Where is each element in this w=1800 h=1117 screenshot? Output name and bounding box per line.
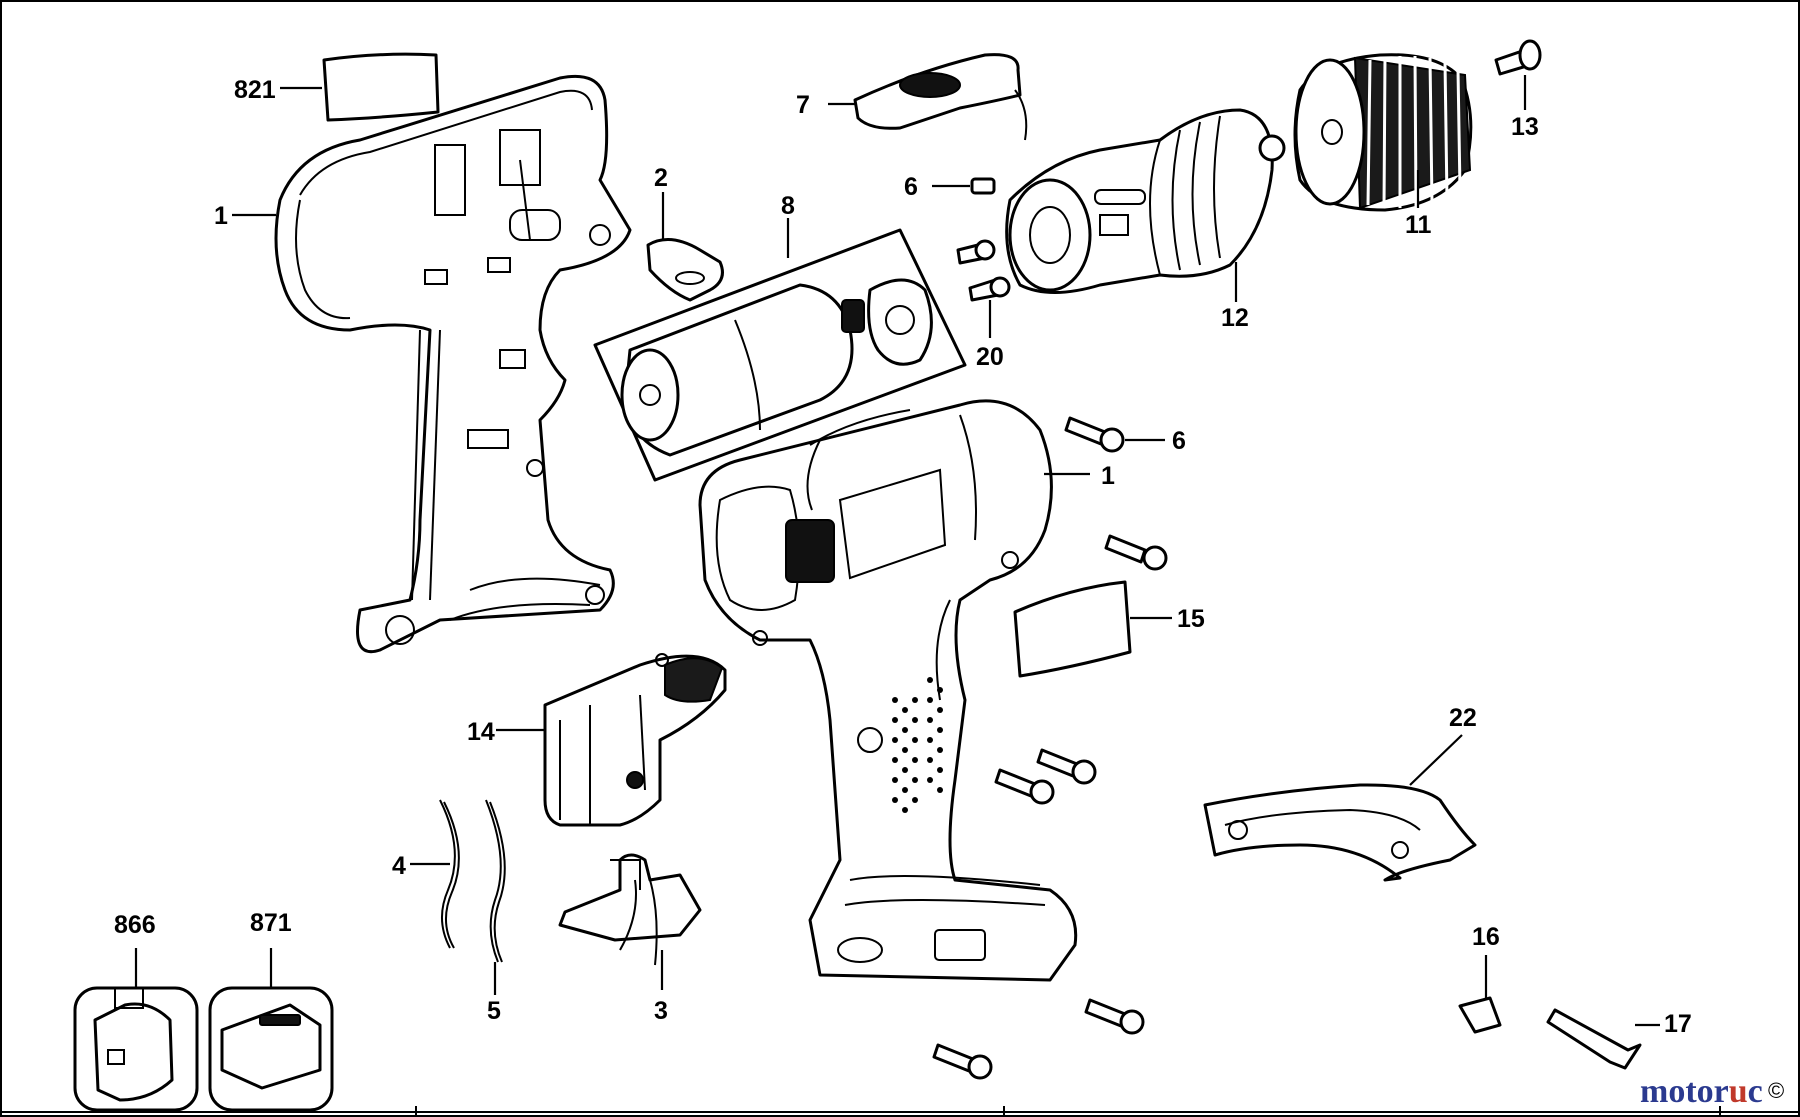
callout-7: 7 (796, 91, 810, 119)
part-4-wire (410, 799, 460, 949)
callout-1-right: 1 (1101, 462, 1115, 490)
callout-866: 866 (114, 911, 156, 939)
housing-left-half (232, 74, 632, 653)
callout-4: 4 (392, 852, 406, 880)
part-11-chuck (1293, 53, 1473, 212)
callout-17: 17 (1664, 1010, 1692, 1038)
callout-3: 3 (654, 997, 668, 1025)
callout-12: 12 (1221, 304, 1249, 332)
callout-13: 13 (1511, 113, 1539, 141)
callout-5: 5 (487, 997, 501, 1025)
part-20-screws (956, 239, 1011, 338)
part-12-gearbox (1005, 108, 1286, 302)
callout-15: 15 (1177, 605, 1205, 633)
callout-14: 14 (467, 718, 495, 746)
part-6-screw-top (932, 177, 996, 195)
callout-20: 20 (976, 343, 1004, 371)
callout-6-top: 6 (904, 173, 918, 201)
label-821 (280, 52, 440, 122)
callout-871: 871 (250, 909, 292, 937)
part-2-clip (646, 192, 724, 302)
part-871-charger (208, 948, 334, 1112)
part-22-base (1203, 734, 1477, 882)
part-7-cover (828, 53, 1028, 141)
part-17-bit (1546, 1008, 1660, 1070)
part-5-wire (485, 799, 506, 995)
part-866-battery (73, 948, 199, 1112)
watermark-logo: motoruc (1640, 1073, 1763, 1110)
callout-6-right: 6 (1172, 427, 1186, 455)
copyright-symbol: © (1768, 1078, 1784, 1103)
drill-body-right (698, 399, 1090, 982)
callout-8: 8 (781, 192, 795, 220)
part-3-bracket (558, 853, 702, 990)
callout-22: 22 (1449, 704, 1477, 732)
label-15 (1013, 580, 1172, 678)
part-6-screws-right (1064, 416, 1168, 571)
callout-16: 16 (1472, 923, 1500, 951)
part-8-motor (593, 218, 967, 482)
grip-screws (932, 748, 1145, 1080)
callout-821: 821 (234, 76, 276, 104)
callout-11: 11 (1405, 211, 1432, 239)
part-13-screw (1494, 39, 1542, 110)
part-14-switch (496, 653, 727, 827)
part-16-clip (1458, 955, 1502, 1034)
callout-1-left: 1 (214, 202, 228, 230)
callout-2: 2 (654, 164, 668, 192)
